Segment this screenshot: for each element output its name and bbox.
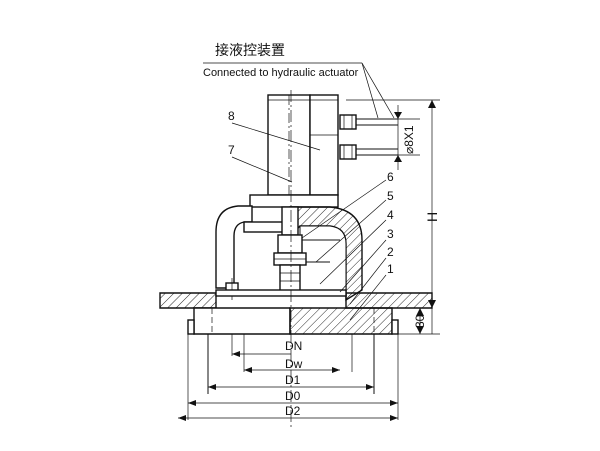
height-label: H [424, 212, 440, 222]
outlet-pipe [187, 334, 399, 420]
d1-label: D1 [285, 373, 301, 387]
part-callout-5: 5 [387, 189, 394, 203]
pipe-diameter-dimension [394, 105, 420, 170]
hydraulic-pipes [339, 114, 398, 160]
title-leader-b [361, 62, 395, 119]
flange [187, 307, 399, 335]
d0-label: D0 [285, 389, 301, 403]
hydraulic-actuator [249, 94, 339, 208]
part-callout-1: 1 [387, 262, 394, 276]
title-english: Connected to hydraulic actuator [203, 67, 359, 79]
dw-label: Dw [285, 357, 303, 371]
title-leader-a [361, 62, 379, 119]
tank-bottom-plate [159, 289, 433, 309]
callout-leaders [231, 122, 387, 321]
dn-label: DN [285, 339, 302, 353]
diameter-dimensions [178, 351, 398, 421]
title-chinese: 接液控装置 [215, 42, 285, 58]
valve-body [289, 206, 363, 302]
actuator-valve-block [309, 94, 339, 196]
flange-thickness-label: 30 [413, 314, 427, 328]
part-callout-3: 3 [387, 227, 394, 241]
valve-stem [273, 206, 307, 294]
pipe-fitting-lower [339, 144, 357, 160]
part-callout-6: 6 [387, 170, 394, 184]
part-callout-7: 7 [228, 143, 235, 157]
part-callouts: 8 7 6 5 4 3 2 1 [228, 109, 394, 276]
part-callout-4: 4 [387, 208, 394, 222]
yoke-arm [215, 205, 289, 289]
pipe-fitting-upper [339, 114, 357, 130]
part-callout-8: 8 [228, 109, 235, 123]
actuator-mounting-plate [249, 194, 339, 208]
pipe-diameter-label: ⌀8X1 [402, 125, 416, 154]
part-callout-2: 2 [387, 245, 394, 259]
height-dimension [346, 99, 440, 335]
d2-label: D2 [285, 404, 301, 418]
